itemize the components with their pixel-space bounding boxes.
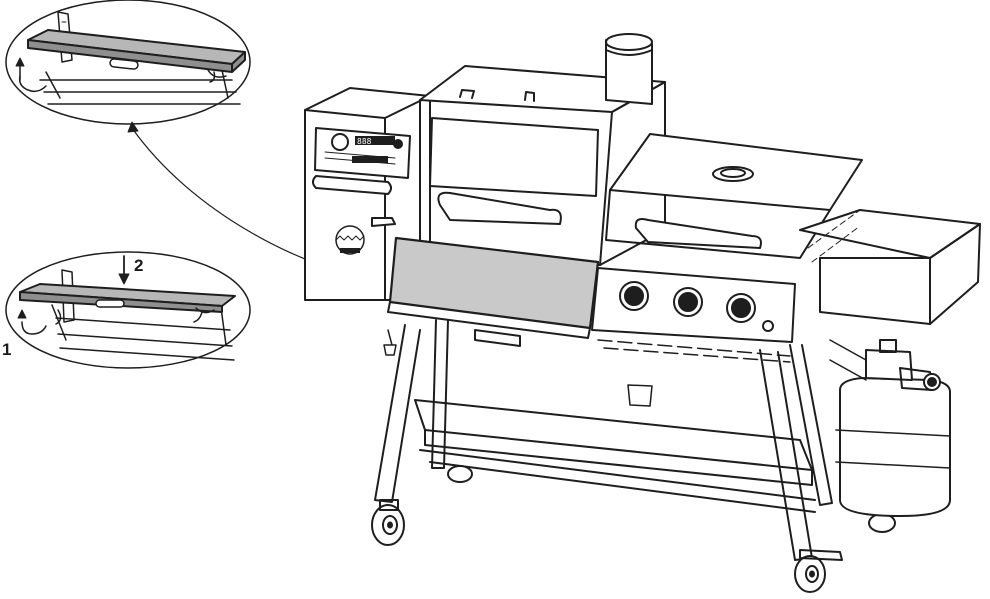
wheel-front-right <box>794 549 843 593</box>
step-label-2: 2 <box>134 256 144 275</box>
side-shelf <box>799 209 981 325</box>
wheel-back-left <box>447 465 473 483</box>
gas-grill <box>591 133 981 363</box>
hopper-handle <box>312 175 392 195</box>
step-label-1: 1 <box>2 340 12 359</box>
smoker-lid-handle <box>437 191 562 225</box>
gas-lid-handle <box>634 218 762 249</box>
lift-arrow-1 <box>21 321 47 335</box>
burner-control-panel <box>591 267 796 363</box>
igniter-button <box>762 320 774 332</box>
wheel-front-left <box>371 499 405 546</box>
front-shelf <box>387 236 600 347</box>
zoom-ellipse-bottom <box>5 251 251 369</box>
zoom-ellipse-top <box>5 0 251 125</box>
chimney <box>605 33 653 105</box>
smoker-chamber <box>387 33 666 347</box>
cart-frame <box>374 319 833 561</box>
grill: 888 <box>304 33 981 593</box>
power-plug <box>383 329 397 356</box>
front-shelf-installed <box>27 29 246 73</box>
control-dial-icon <box>331 133 349 151</box>
logo-badge <box>335 225 365 255</box>
grease-bucket <box>627 384 653 407</box>
propane-tank <box>829 339 951 517</box>
controller-panel: 888 <box>314 127 411 179</box>
display-digits: 888 <box>357 137 372 146</box>
lift-arrow-top <box>18 75 47 93</box>
front-shelf-placing <box>19 283 236 313</box>
